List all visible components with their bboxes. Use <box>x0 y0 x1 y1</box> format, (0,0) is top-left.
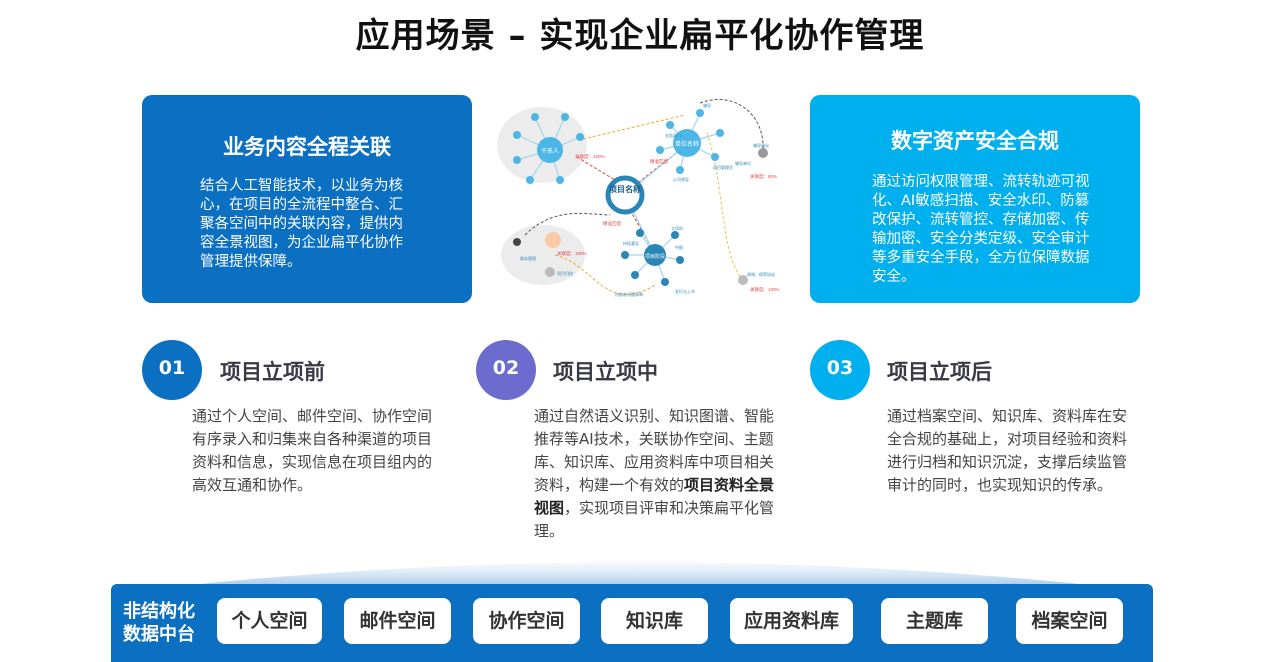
knowledge-graph: 项目名称 干系人 单位名称 项目阶段 关联度：100% 关联度：80% 关联度：… <box>497 99 780 297</box>
archive-cluster-bg <box>501 225 585 285</box>
space-pill-personal: 个人空间 <box>217 598 322 644</box>
leaf-label: 发行与上市 <box>675 288 695 294</box>
leaf-label: 辅导单位 <box>735 160 751 166</box>
card-title: 数字资产安全合规 <box>891 129 1059 153</box>
leaf-label: 承销、保荐协议 <box>747 271 775 277</box>
page-title: 应用场景 – 实现企业扁平化协作管理 <box>355 16 925 56</box>
platform-label-line: 非结构化 <box>123 601 195 622</box>
data-security-card: 数字资产安全合规 通过访问权限管理、流转轨迹可视化、AI敏感扫描、安全水印、防篡… <box>810 95 1140 303</box>
step-text-highlight: 项目资料全景视图 <box>534 476 775 517</box>
card-body: 通过访问权限管理、流转轨迹可视化、AI敏感扫描、安全水印、防篡改保护、流转管控、… <box>872 174 1090 285</box>
relevance-label: 关联度：80% <box>750 173 777 180</box>
space-pill-archive: 档案空间 <box>1016 598 1123 644</box>
step-text: ，实现项目评审和决策扁平化管理。 <box>534 499 775 540</box>
step-number-badge: 02 <box>476 340 536 400</box>
space-pill-mail: 邮件空间 <box>344 598 451 644</box>
step-title: 项目立项中 <box>553 360 658 384</box>
edge-label: 精准匹配 <box>603 220 621 227</box>
relevance-label: 关联度：100% <box>557 250 587 257</box>
space-pill-knowledge: 知识库 <box>601 598 708 644</box>
relevance-label: 关联度：100% <box>575 153 605 160</box>
step-number-badge: 03 <box>810 340 870 400</box>
leaf-label: 项目管理员 <box>713 164 733 170</box>
leaf-label: 内核前问题清单 <box>615 291 643 297</box>
space-pill-app-library: 应用资料库 <box>730 598 853 644</box>
data-platform-bar: 非结构化 数据中台 个人空间 邮件空间 协作空间 知识库 应用资料库 主题库 档… <box>111 584 1153 662</box>
step-description: 通过个人空间、邮件空间、协作空间有序录入和归集来自各种渠道的项目资料和信息，实现… <box>192 407 433 494</box>
business-association-card: 业务内容全程关联 结合人工智能技术，以业务为核心，在项目的全流程中整合、汇聚各空… <box>142 95 472 303</box>
relevance-label: 关联度：100% <box>750 286 780 293</box>
leaf-label: 中报 <box>675 244 683 250</box>
step-title: 项目立项后 <box>887 360 992 384</box>
platform-glow <box>180 562 1100 586</box>
step-text: 通过自然语义识别、知识图谱、智能推荐等AI技术，关联协作空间、主题库、知识库、应… <box>534 407 775 494</box>
platform-label-line: 数据中台 <box>123 624 195 645</box>
edge-label: 精准匹配 <box>650 158 668 165</box>
step-title: 项目立项前 <box>220 360 325 384</box>
step-description: 通过档案空间、知识库、资料库在安全合规的基础上，对项目经验和资料进行归档和知识沉… <box>887 407 1128 494</box>
step-number-badge: 01 <box>142 340 202 400</box>
leaf-label: 辅导 <box>703 102 711 108</box>
hub-person-label: 干系人 <box>541 147 559 155</box>
leaf-label: 版本管理 <box>520 255 536 261</box>
center-node-label: 项目名称 <box>609 184 641 194</box>
hub-unit-label: 单位名称 <box>675 140 699 148</box>
leaf-label: 公司领导 <box>673 176 689 182</box>
space-pill-topic: 主题库 <box>881 598 988 644</box>
card-title: 业务内容全程关联 <box>223 135 391 159</box>
leaf-label: 持续督导 <box>623 240 639 246</box>
step-description: 通过自然语义识别、知识图谱、智能推荐等AI技术，关联协作空间、主题库、知识库、应… <box>534 405 784 543</box>
card-body: 结合人工智能技术，以业务为核心，在项目的全流程中整合、汇聚各空间中的关联内容，提… <box>200 178 403 270</box>
leaf-label: 辅导协议 <box>753 142 769 148</box>
platform-label: 非结构化 数据中台 <box>111 600 207 646</box>
space-pill-collab: 协作空间 <box>473 598 580 644</box>
leaf-label: 立项阶 <box>671 225 683 231</box>
leaf-label: 项目归档 <box>557 270 573 276</box>
hub-stage-label: 项目阶段 <box>645 253 665 260</box>
leaf-label: 业务部门 <box>665 132 681 138</box>
